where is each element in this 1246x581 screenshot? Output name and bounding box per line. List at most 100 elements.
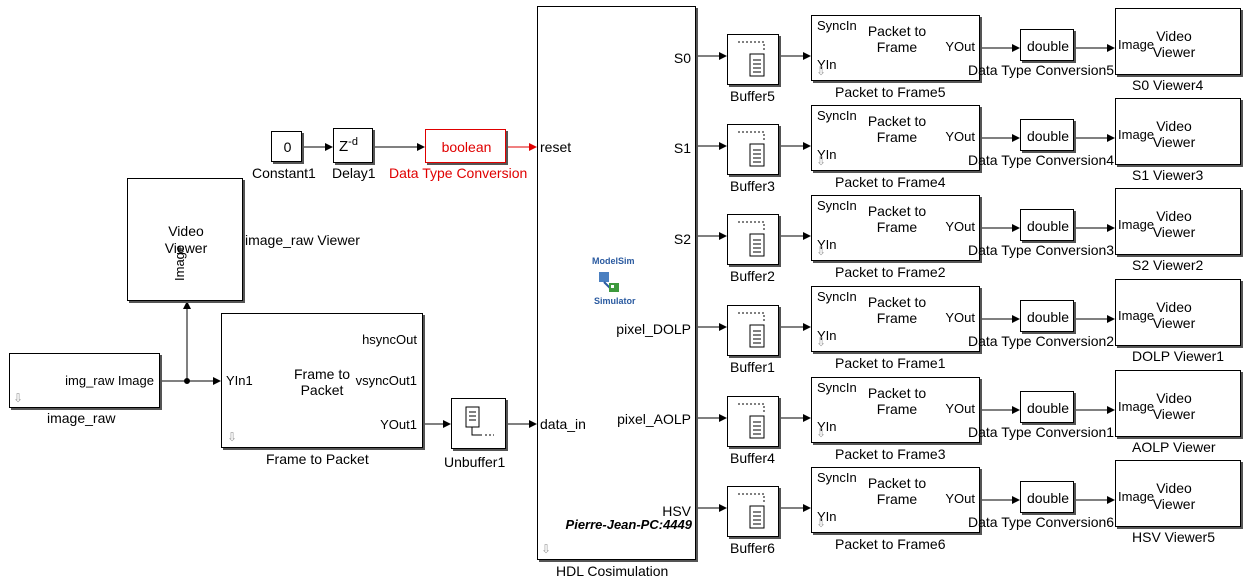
buffer-block[interactable] xyxy=(727,34,779,85)
branch-point xyxy=(184,378,190,384)
video-viewer-block[interactable]: Image Video Viewer xyxy=(1115,8,1241,75)
double-conversion-block[interactable]: double xyxy=(1020,209,1074,241)
double-conversion-name[interactable]: Data Type Conversion5 xyxy=(968,62,1115,78)
viewer-name[interactable]: S2 Viewer2 xyxy=(1132,257,1204,273)
buffer-block[interactable] xyxy=(727,396,779,447)
p2f-yin-port: YIn xyxy=(817,509,837,524)
viewer-line2: Viewer xyxy=(1152,224,1196,240)
constant-label[interactable]: Constant1 xyxy=(252,165,316,181)
image-raw-name[interactable]: image_raw xyxy=(47,410,116,426)
double-conversion-name[interactable]: Data Type Conversion2 xyxy=(968,333,1115,349)
p2f-name[interactable]: Packet to Frame3 xyxy=(835,446,946,462)
p2f-title2: Frame xyxy=(876,491,918,507)
packet-to-frame-block[interactable]: SyncIn YIn Packet to Frame YOut ⇩ xyxy=(811,377,980,443)
buffer-block[interactable] xyxy=(727,124,779,175)
p2f-yin-port: YIn xyxy=(817,147,837,162)
video-viewer-block[interactable]: Image Video Viewer xyxy=(1115,98,1241,165)
buffer-icon xyxy=(738,312,765,348)
p2f-name[interactable]: Packet to Frame5 xyxy=(835,84,946,100)
delay-block[interactable]: Z-d xyxy=(333,128,373,163)
viewer-line1: Video xyxy=(1156,28,1192,44)
packet-to-frame-block[interactable]: SyncIn YIn Packet to Frame YOut ⇩ xyxy=(811,15,980,81)
viewer-name[interactable]: AOLP Viewer xyxy=(1132,439,1216,455)
double-conversion-block[interactable]: double xyxy=(1020,119,1074,151)
viewer-name[interactable]: DOLP Viewer1 xyxy=(1132,348,1225,364)
p2f-yin-port: YIn xyxy=(817,419,837,434)
f2p-in-port: YIn1 xyxy=(226,373,253,388)
down-arrow-icon: ⇩ xyxy=(816,516,827,530)
packet-to-frame-block[interactable]: SyncIn YIn Packet to Frame YOut ⇩ xyxy=(811,195,980,261)
boolean-conversion-block[interactable]: boolean xyxy=(425,129,506,163)
down-arrow-icon: ⇩ xyxy=(816,244,827,258)
double-conversion-name[interactable]: Data Type Conversion4 xyxy=(968,152,1115,168)
double-conversion-name[interactable]: Data Type Conversion3 xyxy=(968,242,1115,258)
hdl-out-s0: S0 xyxy=(673,50,691,66)
buffer-icon xyxy=(738,131,765,167)
p2f-name[interactable]: Packet to Frame6 xyxy=(835,536,946,552)
buffer-block[interactable] xyxy=(727,486,779,537)
p2f-title1: Packet to xyxy=(867,475,927,491)
hdl-name[interactable]: HDL Cosimulation xyxy=(556,563,669,579)
raw-viewer-name[interactable]: image_raw Viewer xyxy=(245,232,360,248)
f2p-name[interactable]: Frame to Packet xyxy=(266,451,369,467)
hdl-in-reset: reset xyxy=(540,139,572,155)
video-viewer-block[interactable]: Image Video Viewer xyxy=(1115,279,1241,346)
double-conversion-block[interactable]: double xyxy=(1020,391,1074,423)
double-conversion-block[interactable]: double xyxy=(1020,300,1074,332)
buffer-name[interactable]: Buffer5 xyxy=(730,88,775,104)
viewer-line1: Video xyxy=(1156,208,1192,224)
buffer-block[interactable] xyxy=(727,214,779,265)
hdl-cosimulation-block[interactable]: reset data_in S0 S1 S2 pixel_DOLP pixel_… xyxy=(537,6,696,560)
viewer-name[interactable]: S0 Viewer4 xyxy=(1132,77,1204,93)
delay-exponent: -d xyxy=(348,136,358,148)
video-viewer-block[interactable]: Image Video Viewer xyxy=(1115,370,1241,437)
buffer-icon xyxy=(738,41,765,77)
p2f-title2: Frame xyxy=(876,219,918,235)
double-conversion-block[interactable]: double xyxy=(1020,481,1074,513)
video-viewer-block[interactable]: Image Video Viewer xyxy=(1115,460,1241,527)
p2f-name[interactable]: Packet to Frame2 xyxy=(835,264,946,280)
packet-to-frame-block[interactable]: SyncIn YIn Packet to Frame YOut ⇩ xyxy=(811,105,980,171)
packet-to-frame-block[interactable]: SyncIn YIn Packet to Frame YOut ⇩ xyxy=(811,467,980,533)
buffer-name[interactable]: Buffer3 xyxy=(730,178,775,194)
double-conversion-name[interactable]: Data Type Conversion1 xyxy=(968,424,1115,440)
constant-block[interactable]: 0 xyxy=(271,131,302,162)
buffer-name[interactable]: Buffer2 xyxy=(730,268,775,284)
p2f-title1: Packet to xyxy=(867,294,927,310)
p2f-name[interactable]: Packet to Frame4 xyxy=(835,174,946,190)
buffer-name[interactable]: Buffer1 xyxy=(730,359,775,375)
modelsim-logo-bottom: Simulator xyxy=(594,296,636,306)
buffer-name[interactable]: Buffer4 xyxy=(730,450,775,466)
double-conversion-block[interactable]: double xyxy=(1020,29,1074,61)
buffer-block[interactable] xyxy=(727,305,779,356)
frame-to-packet-block[interactable]: YIn1 Frame to Packet hsyncOut vsyncOut1 … xyxy=(221,313,423,448)
p2f-name[interactable]: Packet to Frame1 xyxy=(835,355,946,371)
image-raw-source-block[interactable]: img_raw Image ⇩ xyxy=(9,353,160,408)
viewer-name[interactable]: HSV Viewer5 xyxy=(1132,529,1216,545)
buffer-name[interactable]: Buffer6 xyxy=(730,540,775,556)
boolean-label: boolean xyxy=(441,139,492,155)
p2f-out-port: YOut xyxy=(945,310,975,325)
p2f-title1: Packet to xyxy=(867,385,927,401)
boolean-conversion-name[interactable]: Data Type Conversion xyxy=(389,165,528,181)
double-conversion-name[interactable]: Data Type Conversion6 xyxy=(968,514,1115,530)
p2f-sync-port: SyncIn xyxy=(817,108,857,123)
double-label: double xyxy=(1026,128,1070,144)
down-arrow-icon: ⇩ xyxy=(227,430,238,444)
delay-label[interactable]: Delay1 xyxy=(332,165,376,181)
viewer-name[interactable]: S1 Viewer3 xyxy=(1132,167,1204,183)
p2f-title2: Frame xyxy=(876,401,918,417)
video-viewer-block[interactable]: Image Video Viewer xyxy=(1115,188,1241,255)
raw-viewer-line1: Video xyxy=(168,223,204,239)
unbuffer-block[interactable] xyxy=(451,398,506,449)
buffer-icon xyxy=(738,221,765,257)
down-arrow-icon: ⇩ xyxy=(816,64,827,78)
packet-to-frame-block[interactable]: SyncIn YIn Packet to Frame YOut ⇩ xyxy=(811,286,980,352)
unbuffer-icon xyxy=(465,406,494,436)
unbuffer-name[interactable]: Unbuffer1 xyxy=(444,454,506,470)
hdl-out-s1: S1 xyxy=(673,140,691,156)
raw-video-viewer-block[interactable]: Video Viewer Image xyxy=(127,178,243,301)
p2f-out-port: YOut xyxy=(945,129,975,144)
viewer-port: Image xyxy=(1118,399,1155,414)
